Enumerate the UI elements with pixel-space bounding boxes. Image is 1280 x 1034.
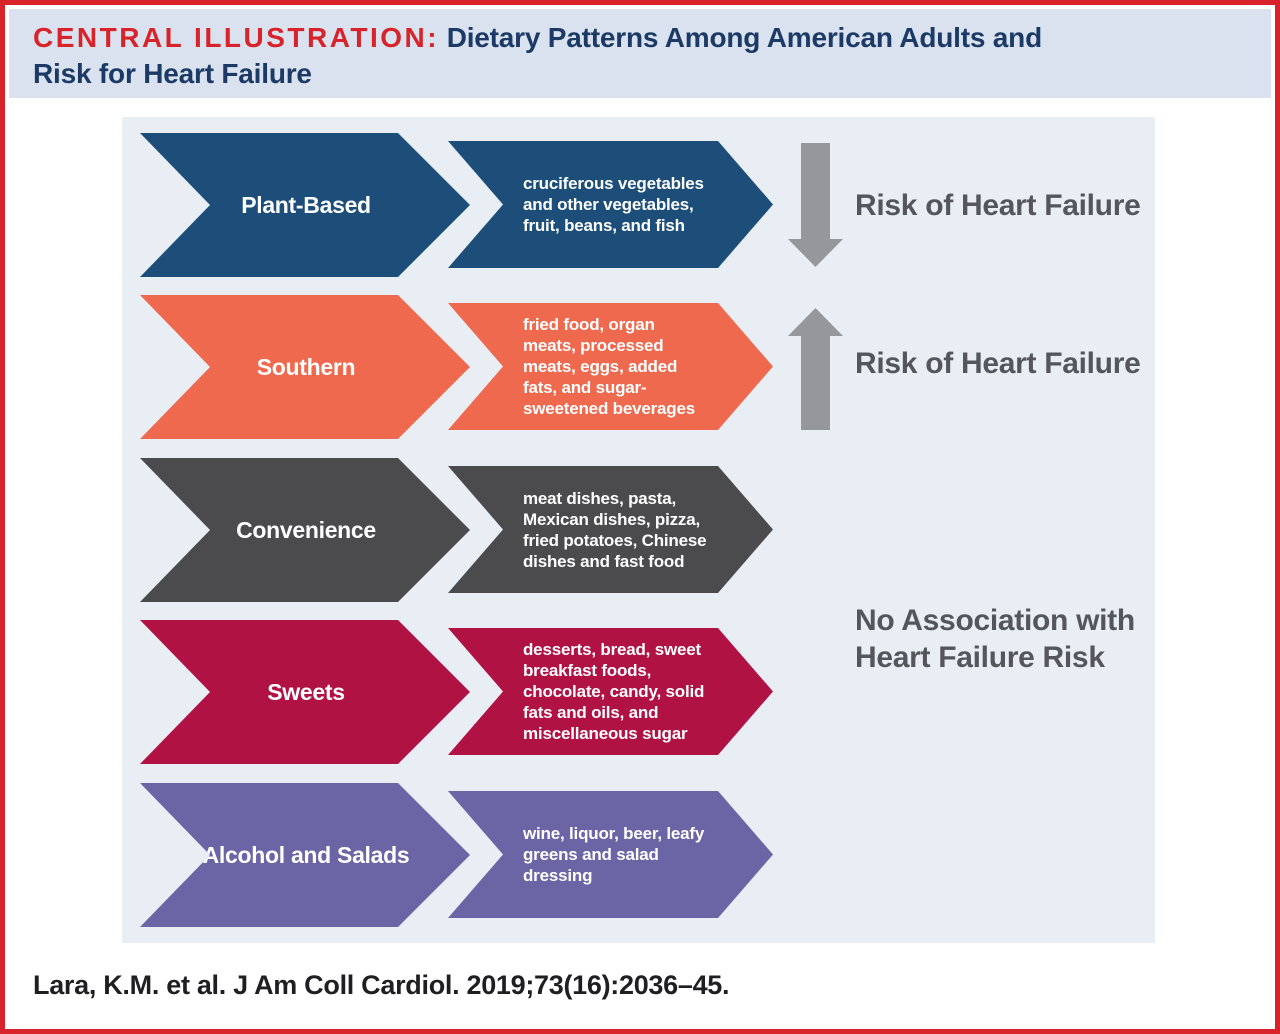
foods-description: desserts, bread, sweet breakfast foods, … xyxy=(523,640,705,743)
pattern-arrow-southern: Southern xyxy=(140,295,470,439)
pattern-arrow-alcohol-and-salads: Alcohol and Salads xyxy=(140,783,470,927)
pattern-label: Alcohol and Salads xyxy=(202,841,410,868)
pattern-label: Sweets xyxy=(267,678,345,705)
no-association-label: No Association with Heart Failure Risk xyxy=(855,604,1135,674)
foods-description: fried food, organ meats, processed meats… xyxy=(523,315,695,418)
pattern-arrow-sweets: Sweets xyxy=(140,620,470,764)
diet-row-sweets: Sweets desserts, bread, sweet breakfast … xyxy=(122,620,1155,764)
central-illustration-eyebrow: CENTRAL ILLUSTRATION: xyxy=(33,22,440,53)
pattern-label: Plant-Based xyxy=(241,191,371,218)
foods-arrow-plant-based: cruciferous vegetables and other vegetab… xyxy=(448,141,773,268)
foods-arrow-southern: fried food, organ meats, processed meats… xyxy=(448,303,773,430)
foods-arrow-alcohol-and-salads: wine, liquor, beer, leafy greens and sal… xyxy=(448,791,773,918)
diet-row-convenience: Convenience meat dishes, pasta, Mexican … xyxy=(122,458,1155,602)
pattern-label: Convenience xyxy=(236,516,376,543)
pattern-arrow-convenience: Convenience xyxy=(140,458,470,602)
figure-title: CENTRAL ILLUSTRATION: Dietary Patterns A… xyxy=(33,20,1231,92)
foods-description: cruciferous vegetables and other vegetab… xyxy=(523,174,704,235)
pattern-label: Southern xyxy=(256,353,356,380)
diet-row-alcohol-and-salads: Alcohol and Salads wine, liquor, beer, l… xyxy=(122,783,1155,927)
decreased-risk-label: Risk of Heart Failure xyxy=(855,189,1141,222)
foods-description: meat dishes, pasta, Mexican dishes, pizz… xyxy=(523,488,707,571)
diagram-panel: Plant-Based cruciferous vegetables and o… xyxy=(122,117,1155,943)
pattern-arrow-plant-based: Plant-Based xyxy=(140,133,470,277)
foods-arrow-convenience: meat dishes, pasta, Mexican dishes, pizz… xyxy=(448,466,773,593)
foods-arrow-sweets: desserts, bread, sweet breakfast foods, … xyxy=(448,628,773,755)
figure-header: CENTRAL ILLUSTRATION: Dietary Patterns A… xyxy=(9,9,1271,98)
citation: Lara, K.M. et al. J Am Coll Cardiol. 201… xyxy=(33,970,730,1000)
increased-risk-label: Risk of Heart Failure xyxy=(855,347,1141,380)
diet-row-plant-based: Plant-Based cruciferous vegetables and o… xyxy=(122,133,1155,277)
figure-title-text: Dietary Patterns Among American Adults a… xyxy=(33,22,1042,89)
diet-row-southern: Southern fried food, organ meats, proces… xyxy=(122,295,1155,439)
foods-description: wine, liquor, beer, leafy greens and sal… xyxy=(523,824,705,885)
